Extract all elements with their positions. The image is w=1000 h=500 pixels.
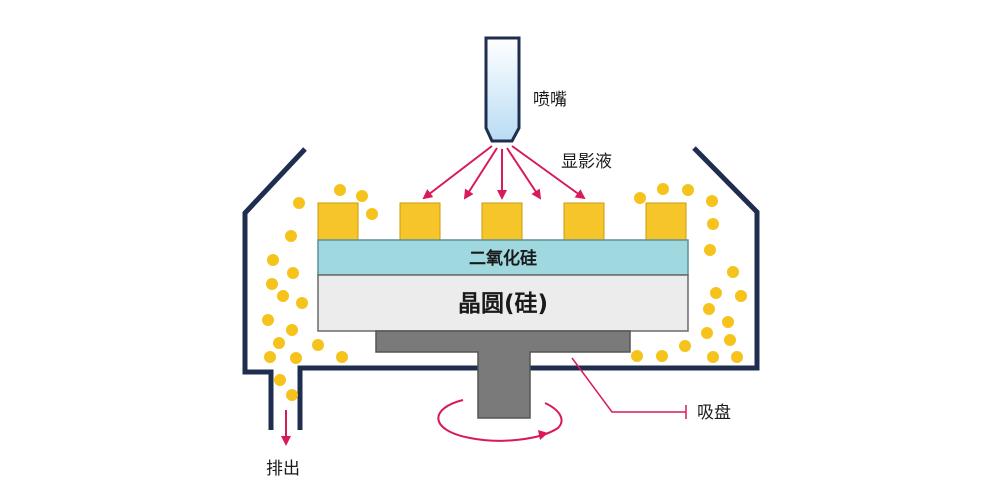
chuck-label: 吸盘 xyxy=(697,403,731,423)
spray-arrow xyxy=(511,145,586,200)
chuck xyxy=(375,330,631,419)
nozzle-label: 喷嘴 xyxy=(533,90,567,110)
chamber xyxy=(242,146,760,430)
chamber-left-wall xyxy=(242,147,307,430)
spray-arrow xyxy=(506,147,542,200)
developer-spray-arrows xyxy=(422,145,586,200)
wafer-label: 晶圆(硅) xyxy=(458,291,548,317)
oxide-layer xyxy=(317,239,689,276)
chamber-bottom-wall xyxy=(297,146,760,430)
oxide-label: 二氧化硅 xyxy=(469,248,537,269)
resist-block xyxy=(317,202,359,241)
nozzle xyxy=(484,36,521,143)
drain-label: 排出 xyxy=(266,459,300,479)
resist-block xyxy=(481,202,523,241)
rotation-arrow xyxy=(437,399,563,442)
spray-arrow xyxy=(422,145,493,200)
spray-arrow xyxy=(463,147,498,200)
resist-block xyxy=(399,202,441,241)
chuck-leader-line xyxy=(571,357,686,413)
resist-block xyxy=(563,202,605,241)
rotation-arrow-head xyxy=(538,430,548,440)
resist-block xyxy=(645,202,687,241)
developer-droplets xyxy=(262,183,747,401)
wafer xyxy=(317,274,689,332)
developer-label: 显影液 xyxy=(561,152,612,172)
resist-blocks xyxy=(317,202,687,241)
